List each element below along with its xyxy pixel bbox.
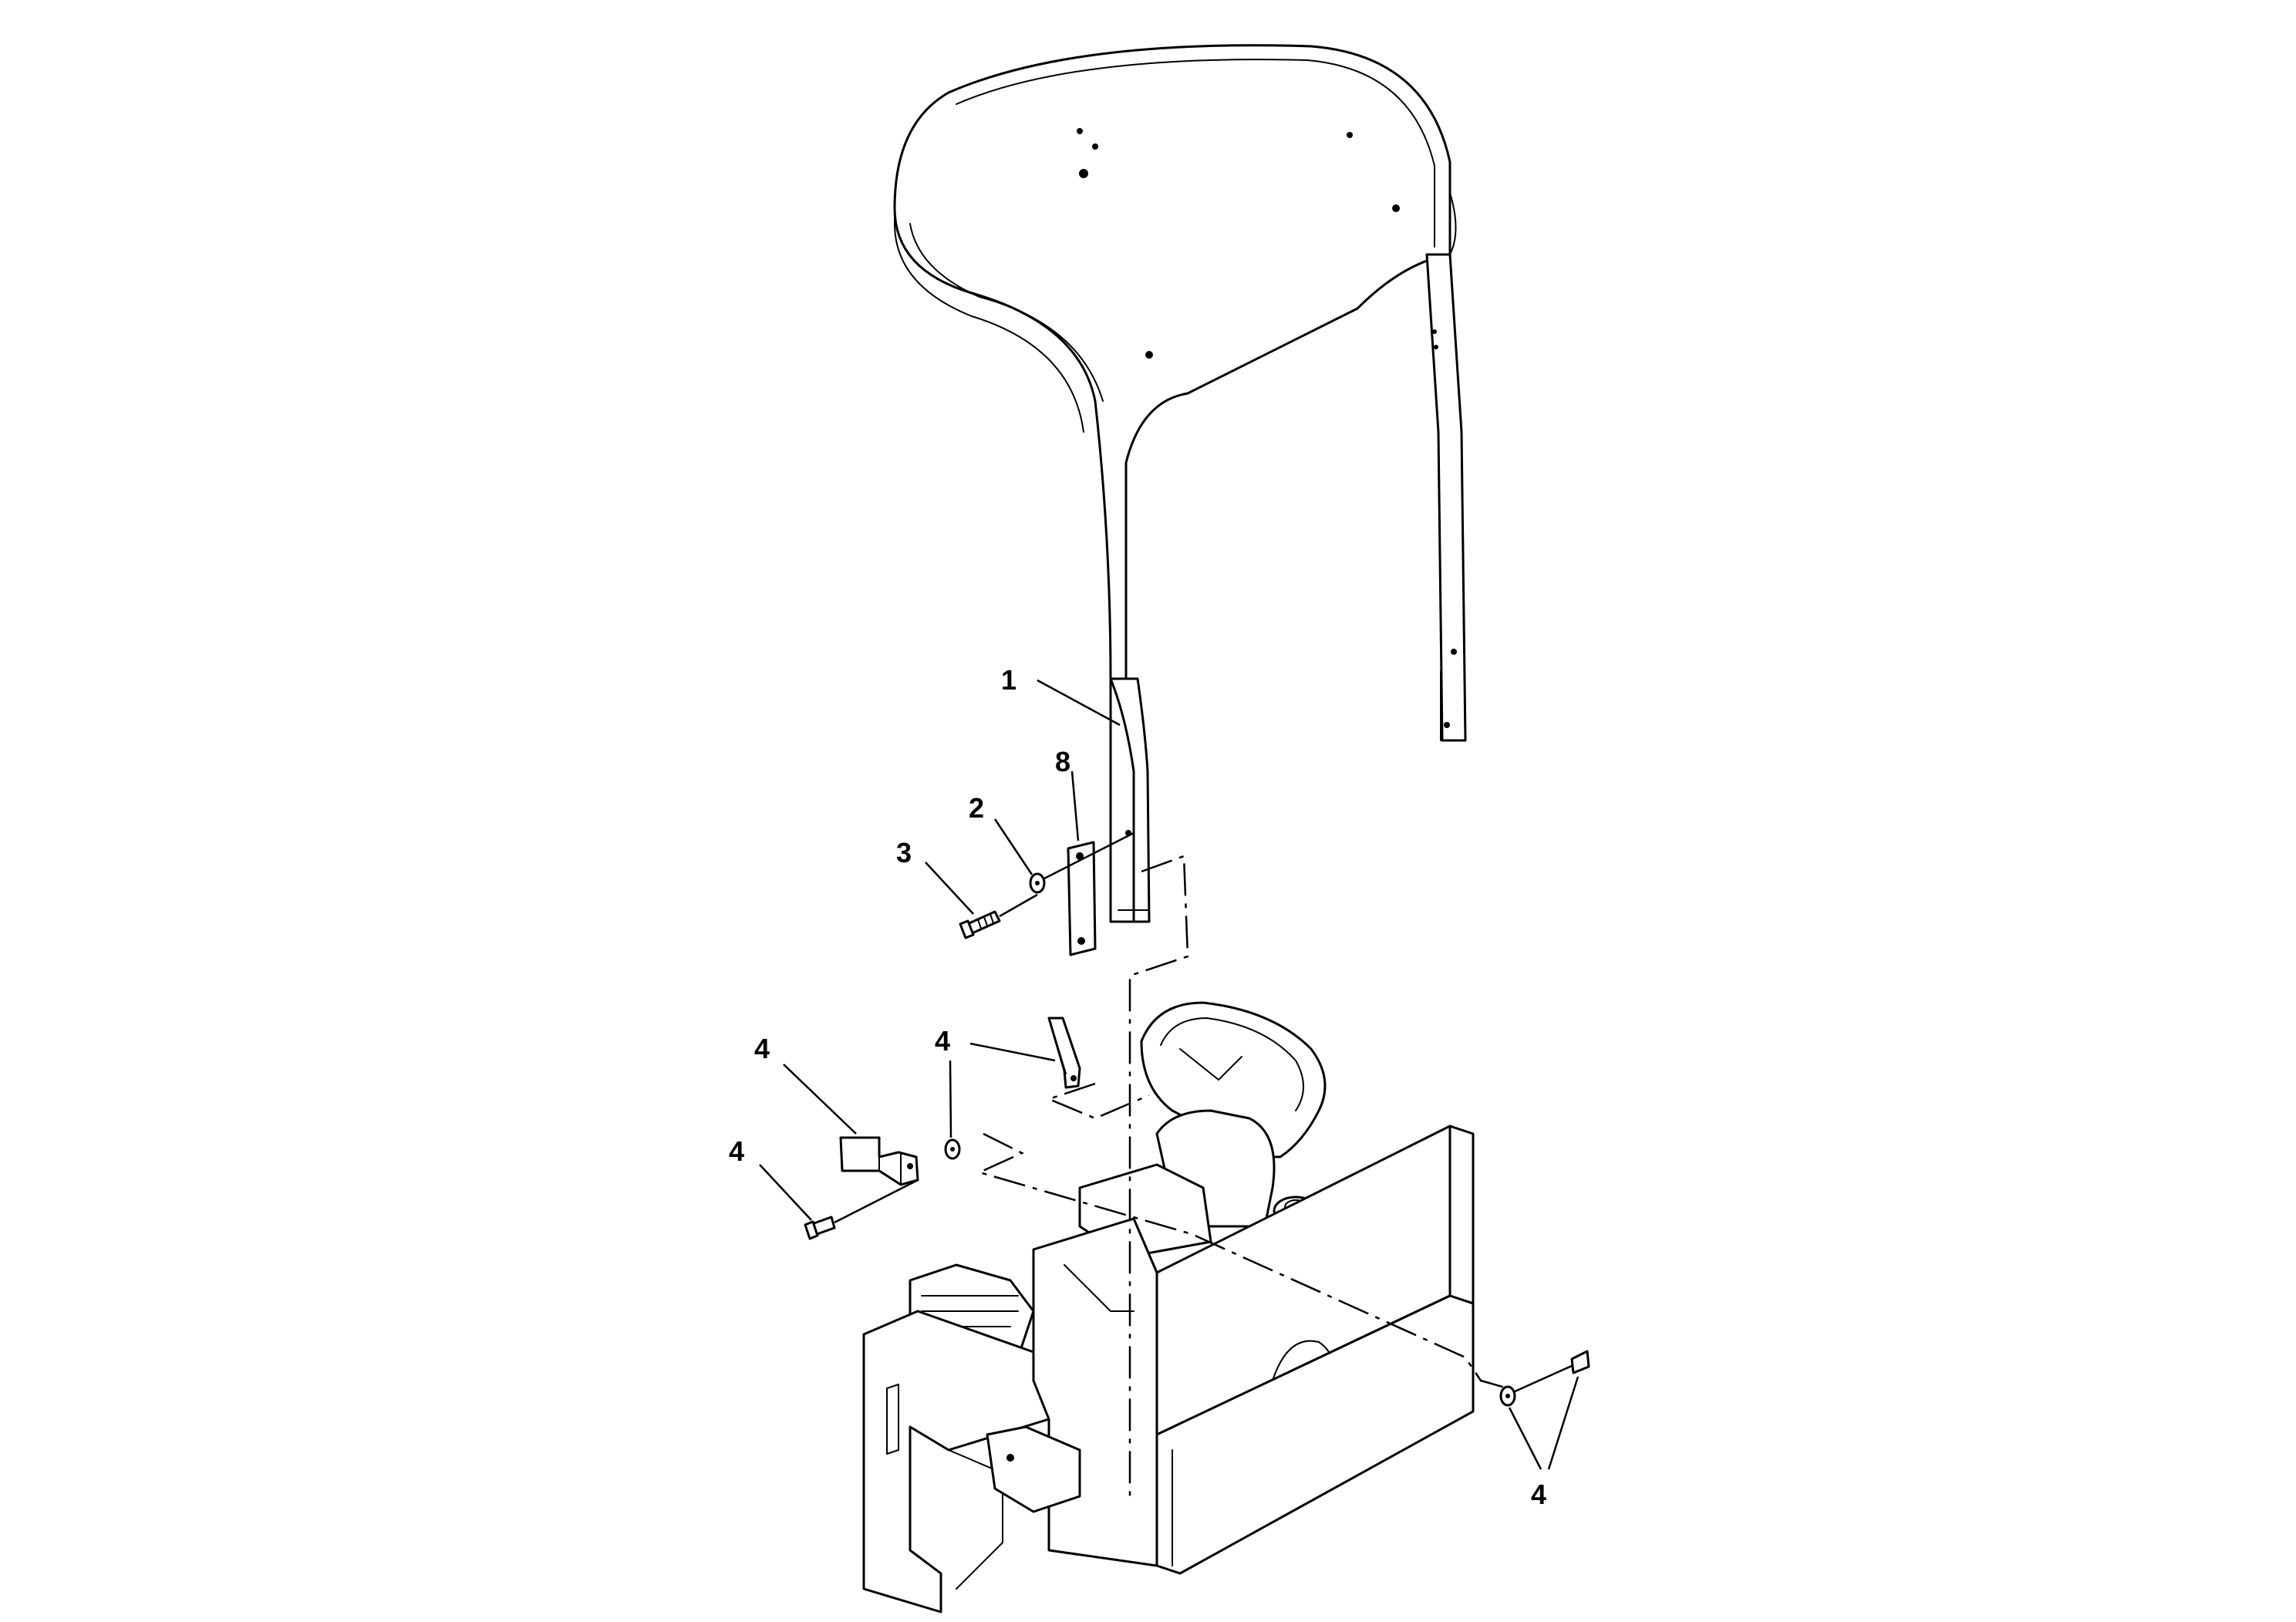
callout-leaders: [759, 679, 1580, 1470]
callout-4-bracket-left: 4: [754, 1033, 770, 1064]
bolt: [959, 910, 1001, 939]
callout-3: 3: [896, 837, 912, 868]
callout-4-right: 4: [1531, 1479, 1546, 1510]
callout-2: 2: [969, 792, 984, 824]
washer: [1029, 872, 1046, 894]
bracket-upper: [1047, 1017, 1081, 1089]
callout-4-upper: 4: [935, 1025, 950, 1057]
machine-body: [862, 1001, 1475, 1614]
assembly-lines: [834, 831, 1574, 1496]
hardware-right: [1499, 1350, 1590, 1407]
rops-frame: [893, 44, 1467, 923]
callout-8: 8: [1055, 746, 1070, 777]
callout-4-bolt-left: 4: [729, 1135, 744, 1167]
callout-1: 1: [1001, 664, 1017, 696]
callout-labels: 1 2 3 8 4 4 4 4 4: [729, 664, 1546, 1510]
bracket-left: [839, 1136, 919, 1186]
bolt-left: [804, 1216, 836, 1240]
washer-left: [944, 1138, 961, 1160]
plate: [1067, 841, 1097, 956]
